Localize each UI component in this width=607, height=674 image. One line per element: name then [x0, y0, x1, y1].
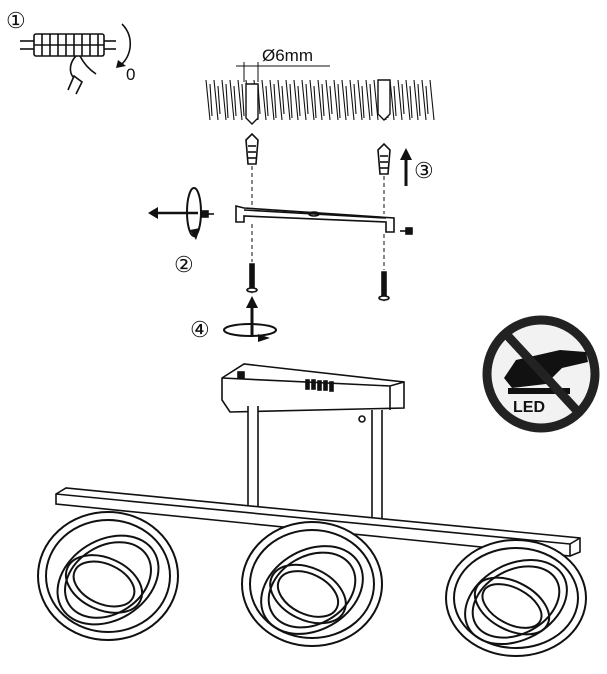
led-label: LED — [513, 399, 545, 416]
ceiling-surface: Ø6mm — [205, 46, 435, 125]
mounting-bracket-icon — [235, 204, 395, 233]
step3-number: ③ — [414, 158, 434, 183]
led-ring-left — [37, 511, 179, 641]
screw-in-arrow-icon — [223, 296, 277, 342]
bracket-screw-right-icon — [400, 227, 413, 235]
step2-mounting-bracket: ② — [148, 187, 413, 277]
step4-number: ④ — [190, 317, 210, 342]
drill-hole-left — [245, 83, 259, 125]
lamp-canopy — [221, 363, 405, 521]
step4-fix-screws: ④ — [190, 263, 390, 342]
bracket-screw-left-icon — [201, 210, 214, 218]
step1-power-off: ① 0 — [6, 8, 135, 95]
wall-plug-right-icon — [377, 142, 391, 175]
no-touch-led-icon: LED — [482, 315, 600, 433]
screw-left-icon — [246, 263, 258, 294]
led-ring-middle — [241, 521, 383, 647]
led-strip-icon — [508, 388, 570, 394]
switch-off-arrow-icon — [121, 23, 132, 65]
unscrew-arrow-icon — [148, 187, 202, 240]
led-ring-right — [445, 539, 587, 657]
terminal-block-icon — [20, 33, 116, 95]
canopy-terminal-icon — [305, 379, 334, 392]
screw-right-icon — [378, 271, 390, 302]
drill-hole-right — [377, 79, 391, 121]
drill-diameter-label: Ø6mm — [262, 46, 313, 65]
switch-off-label: 0 — [126, 65, 135, 84]
step1-number: ① — [6, 8, 26, 33]
wall-plug-left-icon — [245, 132, 259, 165]
step3-wall-plugs: ③ — [245, 132, 434, 214]
push-up-arrow-icon — [400, 148, 412, 186]
ceiling-hatching — [205, 79, 435, 121]
step2-number: ② — [174, 252, 194, 277]
